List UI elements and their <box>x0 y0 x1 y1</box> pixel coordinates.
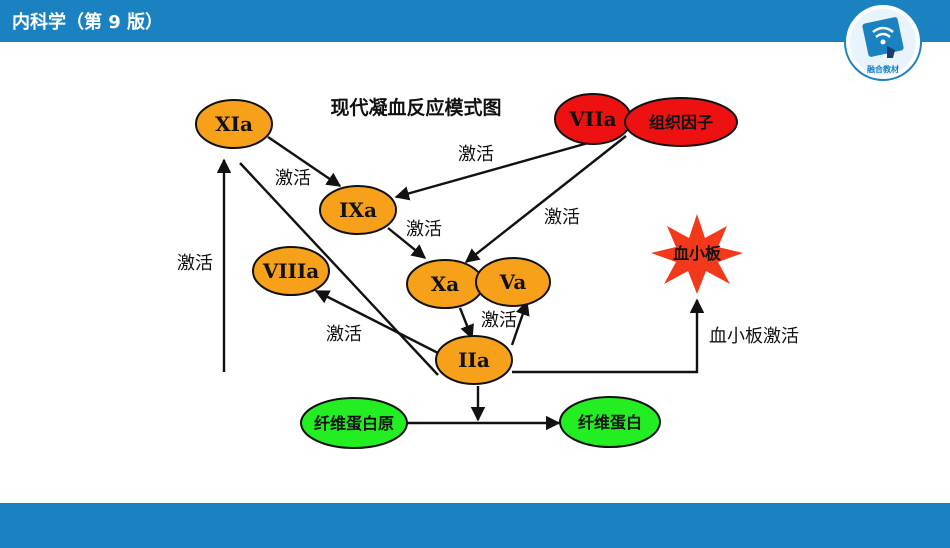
header-bar: 内科学（第 9 版） <box>0 0 950 42</box>
node-platelet-label: 血小板 <box>673 244 722 263</box>
node-viiia: VIIIa <box>252 246 330 296</box>
arrow-iia-va <box>510 300 530 346</box>
arrow-xia-ixa <box>267 136 342 187</box>
arrow-iia-viiia <box>314 289 441 356</box>
label-activate-iia-xia: 激活 <box>177 253 213 274</box>
arrow-ixa-xa <box>387 227 427 259</box>
node-platelet: 血小板 <box>651 214 743 294</box>
node-va-label: Va <box>499 270 527 294</box>
node-ixa-label: IXa <box>339 198 377 222</box>
node-xa: Xa <box>406 259 484 309</box>
node-fibrin: 纤维蛋白 <box>559 396 661 448</box>
node-xia-label: XIa <box>215 112 253 136</box>
diagram-title: 现代凝血反应模式图 <box>330 96 501 119</box>
node-fibrin-label: 纤维蛋白 <box>578 413 642 432</box>
node-viia: VIIa <box>554 93 632 145</box>
node-ixa: IXa <box>319 185 397 235</box>
coagulation-diagram: 现代凝血反应模式图 激活 激活 激活 激活 激活 激活 激活 血小板激活 XIa… <box>177 93 799 449</box>
node-xia: XIa <box>195 99 273 149</box>
arrow-xa-iia <box>458 307 474 340</box>
footer-bar <box>0 503 950 548</box>
logo-text: 融合教材 <box>867 64 899 74</box>
arrow-iia-platelet <box>512 298 705 374</box>
node-fibrinogen-label: 纤维蛋白原 <box>314 414 394 433</box>
arrow-viia-ixa <box>394 132 621 201</box>
node-viiia-label: VIIIa <box>262 259 320 283</box>
node-iia: IIa <box>435 335 513 385</box>
node-va: Va <box>475 257 551 307</box>
label-activate-iia-viiia: 激活 <box>326 324 362 345</box>
arrow-viia-xa <box>464 135 627 263</box>
label-activate-iia-va: 激活 <box>481 310 517 331</box>
node-tissue-factor-label: 组织因子 <box>649 113 713 132</box>
line-iia-xia <box>239 162 439 376</box>
node-viia-label: VIIa <box>568 107 616 131</box>
label-activate-xia-ixa: 激活 <box>275 168 311 189</box>
wifi-hand-icon <box>862 17 904 58</box>
node-xa-label: Xa <box>431 272 460 296</box>
label-platelet-activation: 血小板激活 <box>709 326 799 347</box>
label-activate-ixa-xa: 激活 <box>406 219 442 240</box>
label-activate-viia-xa: 激活 <box>544 207 580 228</box>
platelet-burst-icon <box>651 214 743 294</box>
node-tissue-factor: 组织因子 <box>624 97 738 147</box>
node-iia-label: IIa <box>458 348 490 372</box>
label-activate-viia-ixa: 激活 <box>458 144 494 165</box>
logo: 融合教材 <box>844 3 922 81</box>
node-fibrinogen: 纤维蛋白原 <box>300 397 408 449</box>
header-title: 内科学（第 9 版） <box>12 12 164 33</box>
